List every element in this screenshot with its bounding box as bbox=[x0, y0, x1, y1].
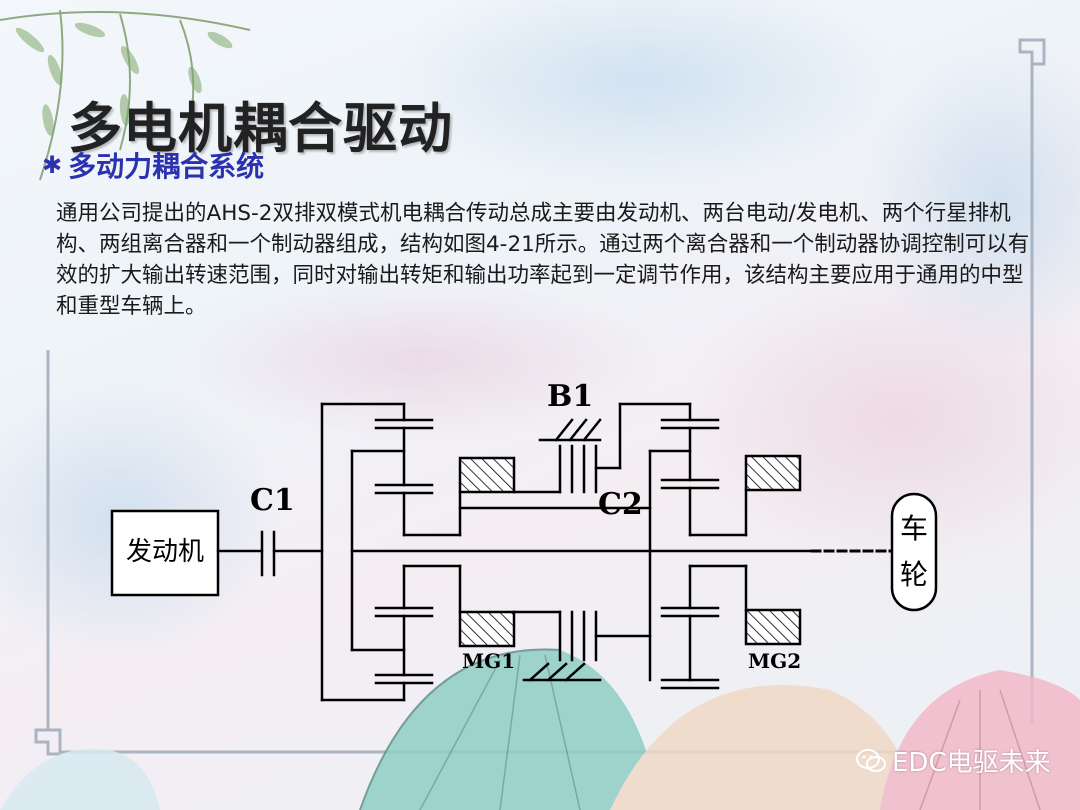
asterisk-icon: ✱ bbox=[42, 151, 63, 179]
wechat-icon bbox=[856, 748, 886, 772]
b1-label: B1 bbox=[547, 379, 593, 414]
page-title: 多电机耦合驱动 bbox=[68, 97, 453, 160]
mg1-lower-rotor bbox=[458, 610, 516, 648]
engine-label: 发动机 bbox=[126, 537, 204, 567]
c2-label: C2 bbox=[598, 487, 643, 522]
engine-box bbox=[110, 509, 220, 597]
mg2-lower-rotor bbox=[744, 608, 802, 646]
wheel-box bbox=[890, 492, 938, 612]
wheel-label-top: 车 bbox=[900, 512, 928, 545]
subtitle-text: 多动力耦合系统 bbox=[68, 150, 265, 183]
mg1-label: MG1 bbox=[462, 649, 515, 673]
mg2-upper-rotor bbox=[744, 454, 802, 492]
watermark-text: EDC电驱未来 bbox=[892, 748, 1051, 778]
watermark: EDC电驱未来 bbox=[856, 742, 1051, 779]
wheel-label-bottom: 轮 bbox=[900, 558, 928, 591]
c1-label: C1 bbox=[250, 483, 295, 518]
mg2-label: MG2 bbox=[748, 649, 801, 673]
section-subtitle: ✱ 多动力耦合系统 bbox=[42, 145, 264, 185]
mg1-upper-rotor bbox=[458, 456, 516, 494]
body-paragraph: 通用公司提出的AHS-2双排双模式机电耦合传动总成主要由发动机、两台电动/发电机… bbox=[56, 201, 1030, 319]
